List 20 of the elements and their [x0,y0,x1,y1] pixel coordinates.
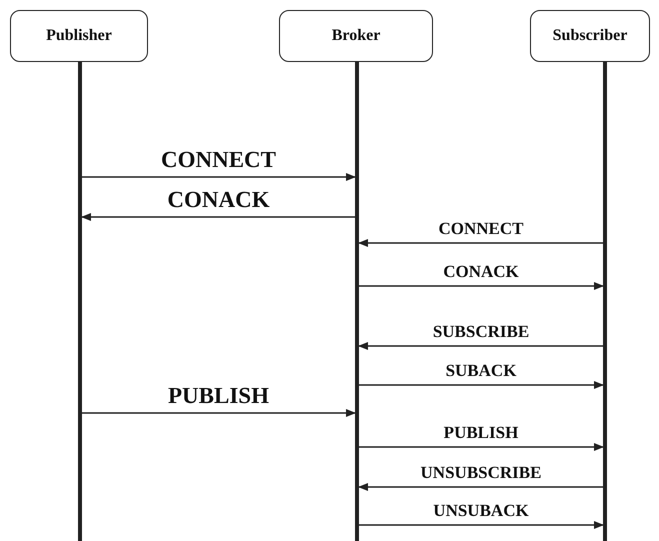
arrow [358,239,603,247]
arrow [358,483,603,491]
participant-box: Subscriber [530,10,650,62]
edge-label: PUBLISH [444,424,518,441]
arrow [81,213,355,221]
arrow [359,443,604,451]
edge-label: SUBSCRIBE [432,323,530,340]
edge-label: UNSUBSCRIBE [420,464,542,481]
edge-label: SUBACK [446,362,516,379]
arrow [82,173,356,181]
arrow [359,381,604,389]
participant-box: Publisher [10,10,148,62]
arrow [358,342,603,350]
edge-label: UNSUBACK [433,502,529,519]
edge-label: CONACK [443,263,519,280]
arrow [359,282,604,290]
arrow [82,409,356,417]
arrow [359,521,604,529]
participant-box: Broker [279,10,433,62]
edge-label: CONNECT [438,220,524,237]
